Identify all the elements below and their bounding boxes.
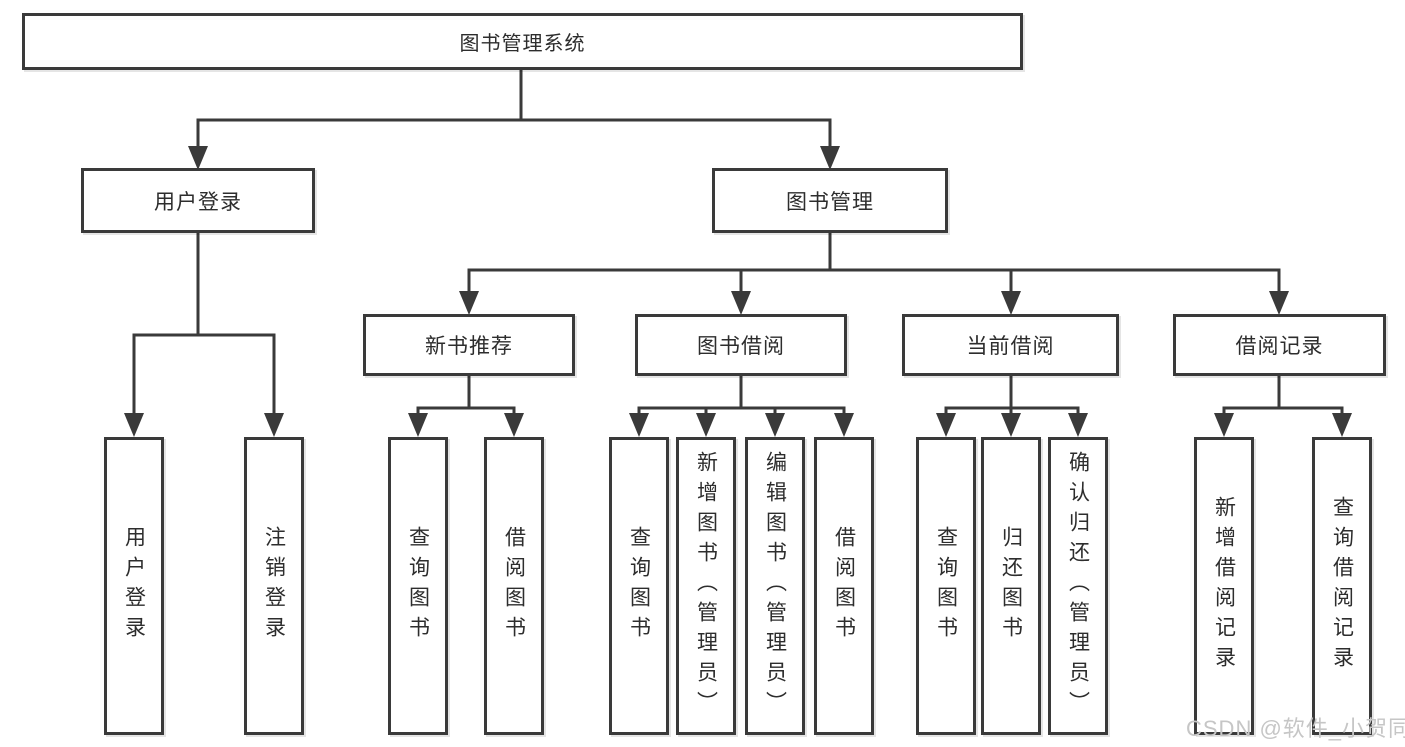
node-new-book-recommend-label: 新书推荐 <box>425 335 513 358</box>
leaf-borrow-books-1: 借阅图书 <box>484 437 544 735</box>
leaf-query-books-1: 查询图书 <box>388 437 448 735</box>
node-root-label: 图书管理系统 <box>459 33 586 55</box>
node-borrow-records: 借阅记录 <box>1173 314 1386 376</box>
leaf-add-book-admin-label: 新增图书（管理员） <box>694 451 718 721</box>
leaf-user-login: 用户登录 <box>104 437 164 735</box>
leaf-return-book: 归还图书 <box>981 437 1041 735</box>
leaf-edit-book-admin-label: 编辑图书（管理员） <box>763 451 787 721</box>
arrowhead-icons <box>124 146 1352 437</box>
csdn-watermark: CSDN @软件_小贺同学 <box>1186 716 1405 741</box>
node-book-management-label: 图书管理 <box>786 190 874 214</box>
node-user-login-group: 用户登录 <box>81 168 315 233</box>
node-new-book-recommend: 新书推荐 <box>363 314 575 376</box>
node-current-borrow: 当前借阅 <box>902 314 1119 376</box>
leaf-borrow-books-1-label: 借阅图书 <box>502 526 526 646</box>
leaf-add-borrow-record-label: 新增借阅记录 <box>1212 496 1236 676</box>
leaf-query-borrow-record: 查询借阅记录 <box>1312 437 1372 735</box>
leaf-query-borrow-record-label: 查询借阅记录 <box>1330 496 1354 676</box>
leaf-borrow-books-2-label: 借阅图书 <box>832 526 856 646</box>
leaf-user-login-label: 用户登录 <box>122 526 146 646</box>
leaf-borrow-books-2: 借阅图书 <box>814 437 874 735</box>
node-root: 图书管理系统 <box>22 13 1023 70</box>
leaf-logout: 注销登录 <box>244 437 304 735</box>
leaf-return-book-label: 归还图书 <box>999 526 1023 646</box>
node-book-management: 图书管理 <box>712 168 948 233</box>
leaf-query-books-3-label: 查询图书 <box>934 526 958 646</box>
leaf-add-book-admin: 新增图书（管理员） <box>676 437 736 735</box>
leaf-add-borrow-record: 新增借阅记录 <box>1194 437 1254 735</box>
node-book-borrow-label: 图书借阅 <box>697 335 785 358</box>
node-current-borrow-label: 当前借阅 <box>966 335 1055 358</box>
node-book-borrow: 图书借阅 <box>635 314 847 376</box>
leaf-confirm-return-admin: 确认归还（管理员） <box>1048 437 1108 735</box>
leaf-query-books-1-label: 查询图书 <box>406 526 430 646</box>
leaf-logout-label: 注销登录 <box>262 526 286 646</box>
leaf-query-books-2-label: 查询图书 <box>627 526 651 646</box>
leaf-query-books-2: 查询图书 <box>609 437 669 735</box>
node-user-login-group-label: 用户登录 <box>154 190 242 214</box>
leaf-edit-book-admin: 编辑图书（管理员） <box>745 437 805 735</box>
node-borrow-records-label: 借阅记录 <box>1235 335 1324 358</box>
leaf-confirm-return-admin-label: 确认归还（管理员） <box>1066 451 1090 721</box>
leaf-query-books-3: 查询图书 <box>916 437 976 735</box>
